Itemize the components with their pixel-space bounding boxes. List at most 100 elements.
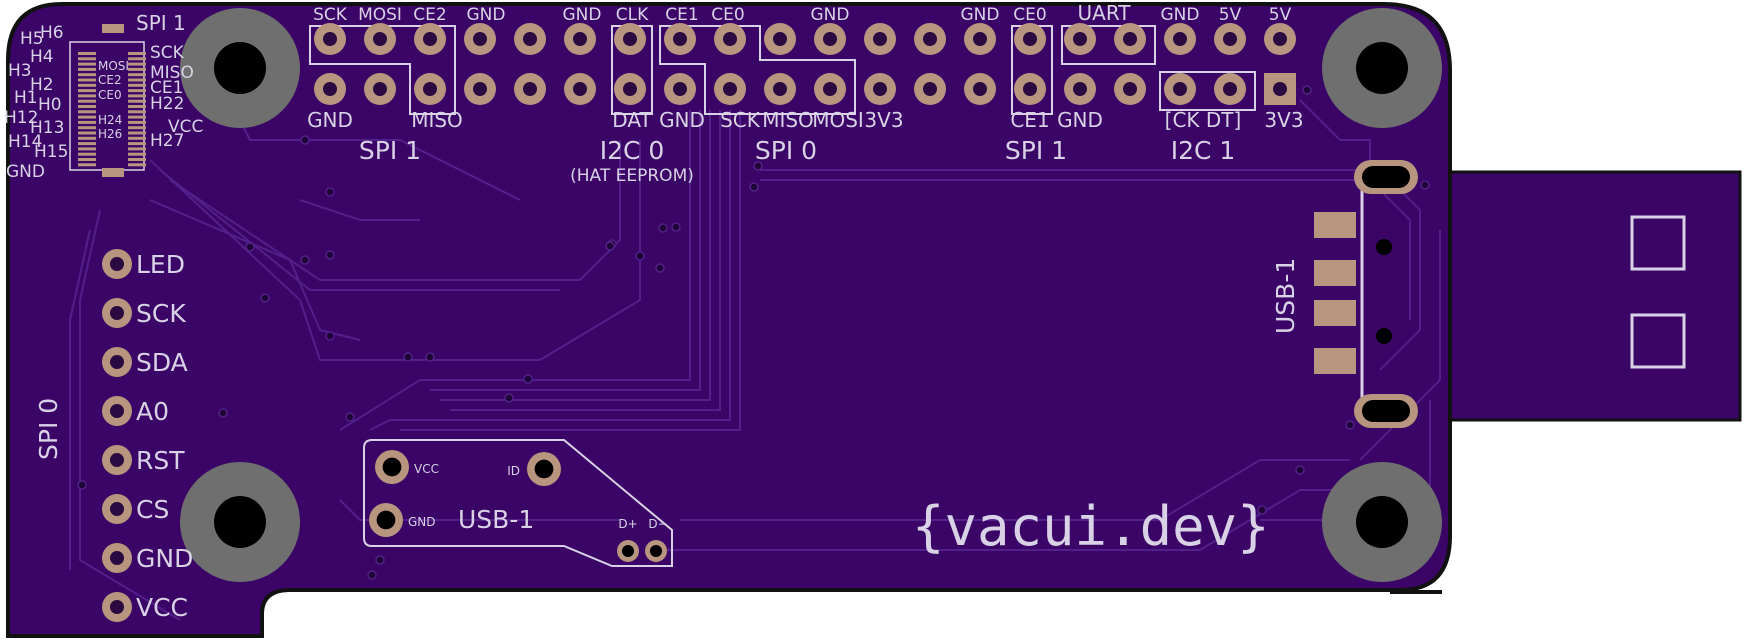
usb-pad-2 (1314, 260, 1356, 286)
usb-conn-label: USB-1 (1271, 258, 1300, 334)
ffc-pad (78, 142, 96, 146)
header-pin-hole (573, 32, 587, 46)
header-pin-hole (373, 32, 387, 46)
header-top-label: CE2 (413, 5, 446, 25)
display-pin-hole (110, 257, 124, 271)
ffc-title: SPI 1 (136, 11, 186, 35)
header-bottom-label: CE1 (1010, 108, 1049, 132)
header-top-label: UART (1078, 1, 1132, 25)
ffc-pad (128, 78, 146, 82)
ffc-pad (128, 136, 146, 140)
header-pin-hole (1273, 82, 1287, 96)
header-top-label: SCK (313, 5, 348, 25)
header-bottom-label: SCK (720, 108, 761, 132)
header-bottom-label: GND (1057, 108, 1103, 132)
header-pin-hole (973, 32, 987, 46)
header-pin-hole (723, 82, 737, 96)
header-top-label: CE0 (1013, 5, 1046, 25)
header-pin-hole (473, 32, 487, 46)
display-pin-label: SCK (136, 299, 186, 328)
header-bottom-label: 3V3 (864, 108, 903, 132)
header-bottom-label: GND (307, 108, 353, 132)
usb-peg-bottom (1376, 328, 1392, 344)
ffc-left-label: H0 (38, 95, 62, 115)
display-pin-hole (110, 355, 124, 369)
header-pin-hole (323, 82, 337, 96)
header-top-label: GND (811, 5, 850, 25)
ffc-left-label: H12 (4, 108, 38, 128)
mount-hole-top-left (180, 8, 300, 128)
usb-pad-title: USB-1 (458, 505, 534, 534)
ffc-pad (128, 99, 146, 103)
ffc-pad (78, 78, 96, 82)
header-top-label: 5V (1219, 5, 1242, 25)
header-group-sublabel: (HAT EEPROM) (570, 166, 694, 186)
ffc-pad (78, 115, 96, 119)
header-pin-hole (323, 32, 337, 46)
display-pin-label: GND (136, 544, 193, 573)
usb-shield-pad-top (1354, 160, 1418, 194)
header-pin-hole (773, 32, 787, 46)
ffc-pad (78, 52, 96, 55)
ffc-inner-label: H24 (98, 113, 122, 127)
display-pin-label: SDA (136, 348, 188, 377)
ffc-left-label: H15 (34, 142, 68, 162)
ffc-pad (78, 94, 96, 98)
ffc-pad (78, 131, 96, 135)
header-top-label: GND (467, 5, 506, 25)
display-pin-hole (110, 306, 124, 320)
header-top-label: CLK (616, 5, 649, 25)
ffc-pad (78, 126, 96, 130)
header-group-label: SPI 0 (755, 136, 817, 165)
ffc-pad (128, 62, 146, 66)
header-group-label: SPI 1 (1005, 136, 1067, 165)
logo-text: {vacui.dev} (912, 495, 1270, 558)
ffc-left-label: H14 (8, 132, 42, 152)
ffc-pad (128, 120, 146, 124)
display-pin-hole (110, 551, 124, 565)
ffc-left-label: H13 (30, 118, 64, 138)
header-pin-hole (623, 82, 637, 96)
display-pin-hole (110, 404, 124, 418)
ffc-pad (128, 52, 146, 55)
ffc-pad (128, 105, 146, 108)
header-group-label: SPI 1 (359, 136, 421, 165)
ffc-pad (128, 158, 146, 161)
header-pin-hole (873, 82, 887, 96)
usb-shield-pad-bottom (1354, 394, 1418, 428)
usb-connector: USB-1 (1271, 160, 1418, 428)
ffc-left-label: H2 (30, 75, 54, 95)
header-top-label: GND (563, 5, 602, 25)
header-top-label: CE0 (711, 5, 744, 25)
ffc-pad (78, 73, 96, 77)
ffc-pad (78, 89, 96, 93)
ffc-pad (78, 67, 96, 71)
header-pin-hole (573, 82, 587, 96)
header-top-label: MOSI (358, 5, 402, 25)
header-bottom-label: MOSI (812, 108, 864, 132)
ffc-pad (128, 94, 146, 98)
header-pin-hole (1023, 32, 1037, 46)
ffc-pad (78, 110, 96, 114)
ffc-left-label: H3 (8, 61, 32, 81)
header-pin-hole (823, 82, 837, 96)
header-pin-hole (673, 32, 687, 46)
ffc-pad (78, 147, 96, 151)
header-top-label: 5V (1269, 5, 1292, 25)
header-pin-hole (623, 32, 637, 46)
mount-hole-bottom-left (180, 462, 300, 582)
usb-pad-label: D+ (618, 517, 637, 531)
ffc-pad (128, 131, 146, 135)
header-bottom-label: MISO (762, 108, 814, 132)
header-pin-hole (923, 82, 937, 96)
ffc-pad (128, 110, 146, 114)
ffc-right-label: H22 (150, 94, 184, 114)
header-group-label: I2C 1 (1171, 136, 1236, 165)
header-pin-hole (1023, 82, 1037, 96)
ffc-left-label: H4 (30, 47, 54, 67)
header-pin-hole (1223, 82, 1237, 96)
header-pin-hole (523, 82, 537, 96)
ffc-pad (128, 142, 146, 146)
